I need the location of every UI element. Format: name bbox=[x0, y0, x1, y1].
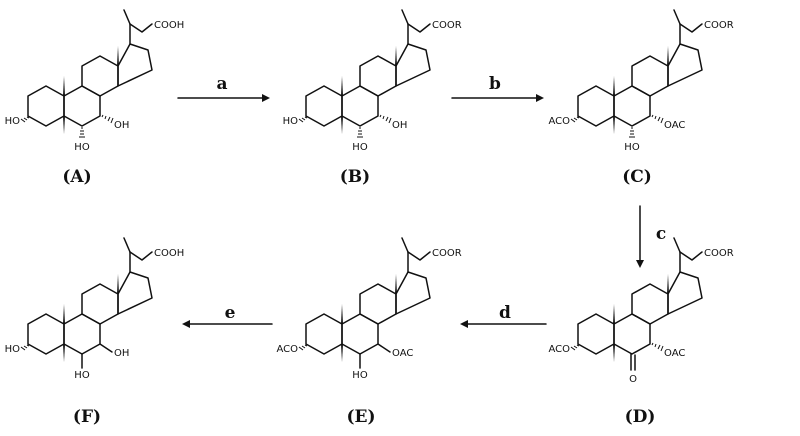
c7-substituent: OH bbox=[114, 120, 129, 131]
step-label-a: a bbox=[216, 74, 227, 94]
c3-substituent: ACO bbox=[276, 344, 298, 355]
steroid-skeleton bbox=[570, 237, 703, 363]
c6-substituent: HO bbox=[352, 370, 368, 381]
tail-group: COOR bbox=[432, 248, 462, 259]
c3-substituent: HO bbox=[5, 116, 21, 127]
molecule-E: COOR ACO OAC HO bbox=[276, 237, 462, 381]
step-label-b: b bbox=[489, 74, 501, 94]
compound-label-D: (D) bbox=[625, 407, 656, 427]
steroid-skeleton bbox=[298, 237, 431, 363]
steroid-skeleton bbox=[298, 9, 431, 135]
molecule-C: COOR ACO OAC HO bbox=[548, 9, 734, 153]
steroid-skeleton bbox=[20, 237, 153, 363]
compound-label-A: (A) bbox=[62, 167, 91, 187]
steroid-skeleton bbox=[20, 9, 153, 135]
c6-substituent: HO bbox=[74, 370, 90, 381]
step-label-e: e bbox=[225, 303, 236, 323]
c3-substituent: ACO bbox=[548, 344, 570, 355]
tail-group: COOH bbox=[154, 248, 184, 259]
tail-group: COOR bbox=[432, 20, 462, 31]
c6-ketone: O bbox=[629, 374, 637, 385]
step-label-d: d bbox=[499, 303, 511, 323]
tail-group: COOR bbox=[704, 20, 734, 31]
compound-label-B: (B) bbox=[340, 167, 370, 187]
step-label-c: c bbox=[656, 224, 666, 244]
molecule-B: COOR HO OH HO bbox=[283, 9, 462, 153]
arrow-step-c: c bbox=[636, 205, 666, 268]
c7-substituent: OAC bbox=[392, 348, 413, 359]
arrow-step-d: d bbox=[460, 303, 547, 328]
c6-substituent: HO bbox=[74, 142, 90, 153]
c7-substituent: OAC bbox=[664, 348, 685, 359]
c7-substituent: OAC bbox=[664, 120, 685, 131]
arrow-step-e: e bbox=[182, 303, 273, 328]
c6-substituent: HO bbox=[352, 142, 368, 153]
molecule-F: COOH HO OH HO bbox=[5, 237, 184, 381]
arrow-step-b: b bbox=[451, 74, 544, 102]
c6-substituent: HO bbox=[624, 142, 640, 153]
compound-label-F: (F) bbox=[73, 407, 101, 427]
tail-group: COOR bbox=[704, 248, 734, 259]
arrow-step-a: a bbox=[177, 74, 270, 102]
c3-substituent: HO bbox=[5, 344, 21, 355]
steroid-skeleton bbox=[570, 9, 703, 135]
molecule-A: COOH HO OH HO bbox=[5, 9, 184, 153]
tail-group: COOH bbox=[154, 20, 184, 31]
c3-substituent: HO bbox=[283, 116, 299, 127]
c7-substituent: OH bbox=[114, 348, 129, 359]
molecule-D: COOR ACO OAC O bbox=[548, 237, 734, 385]
c3-substituent: ACO bbox=[548, 116, 570, 127]
compound-label-C: (C) bbox=[622, 167, 652, 187]
c7-substituent: OH bbox=[392, 120, 407, 131]
compound-label-E: (E) bbox=[346, 407, 375, 427]
